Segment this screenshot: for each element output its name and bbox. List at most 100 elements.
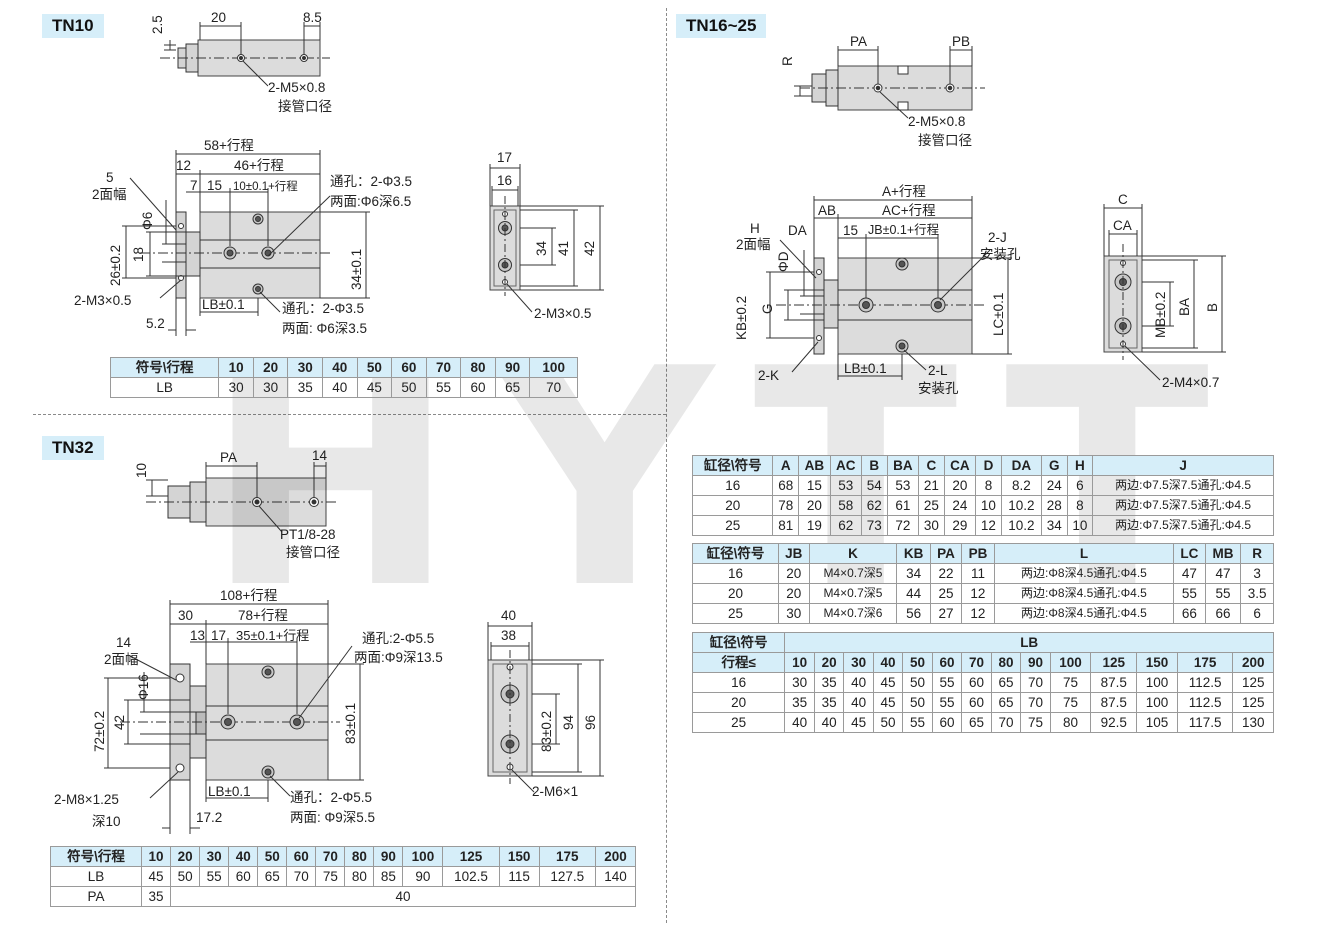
table-cell: 68	[772, 475, 800, 496]
table-cell: 50	[872, 712, 904, 733]
tn16-kb: KB±0.2	[734, 296, 749, 340]
table-header-cell: 30	[843, 652, 874, 673]
table-cell: 50	[902, 672, 933, 693]
tn10-dim-20: 20	[211, 10, 226, 25]
table-header-cell: 80	[990, 652, 1022, 673]
table-cell: 65	[990, 692, 1022, 713]
table-header-cell: 行程≤	[691, 652, 786, 673]
table-cell: 102.5	[442, 866, 500, 887]
table-header-cell: 10	[218, 357, 254, 378]
tn10-side-17: 17	[497, 150, 512, 165]
table-header-cell: 30	[199, 846, 230, 867]
table-header-cell: 10	[141, 846, 172, 867]
tn16-da: DA	[788, 223, 807, 238]
table-cell: 11	[961, 563, 995, 584]
table-header-cell: CA	[943, 455, 977, 476]
tn16-mb: MB±0.2	[1153, 292, 1168, 338]
tn32-h42: 42	[112, 715, 127, 730]
table-cell: 12	[975, 515, 1002, 536]
table-cell: 3	[1240, 563, 1274, 584]
table-header-cell: 符号\行程	[109, 357, 220, 378]
table-cell: 10	[1066, 515, 1094, 536]
table-cell: 127.5	[538, 866, 596, 887]
table-cell: 81	[772, 515, 800, 536]
tn16-l: 2-L	[928, 363, 948, 378]
table-header-cell: KB	[896, 543, 931, 564]
table-cell: M4×0.7深6	[808, 603, 898, 624]
tn16-wrench-note: 2面幅	[736, 237, 771, 252]
tn16-lb: LB±0.1	[844, 361, 887, 376]
table-header-cell: J	[1092, 455, 1274, 476]
table-cell: LB	[109, 377, 220, 398]
tn32-side-83: 83±0.2	[539, 711, 554, 752]
table-header-cell: C	[918, 455, 945, 476]
table-cell: 30	[784, 672, 815, 693]
table-cell: 27	[929, 603, 963, 624]
table-cell: 70	[1020, 672, 1051, 693]
tn32-pa: PA	[220, 450, 237, 465]
table-cell: 24	[943, 495, 977, 516]
table-cell: 60	[961, 672, 992, 693]
table-cell: 8	[975, 475, 1002, 496]
tn16-lc: LC±0.1	[991, 293, 1006, 336]
table-header-cell: BA	[886, 455, 920, 476]
table-cell: 25	[918, 495, 945, 516]
tn32-side-view	[487, 622, 604, 793]
tn10-hole-bot2: 两面: Φ6深3.5	[282, 321, 367, 336]
table-header-cell: 150	[1136, 652, 1178, 673]
tn16-c: C	[1118, 192, 1128, 207]
table-cell: 100	[1136, 692, 1178, 713]
table-cell: 87.5	[1090, 692, 1138, 713]
table-cell: 47	[1204, 563, 1242, 584]
tn16-a: A+行程	[882, 184, 926, 199]
table-header-cell: 80	[344, 846, 375, 867]
tn32-len-total: 108+行程	[220, 588, 277, 603]
tn10-side-16: 16	[497, 173, 512, 188]
tn10-len-10: 10±0.1+行程	[233, 180, 298, 193]
table-cell: 62	[829, 515, 862, 536]
tn16-j-note: 安装孔	[980, 247, 1021, 262]
table-cell: LB	[49, 866, 143, 887]
table-cell: 两边:Φ8深4.5通孔:Φ4.5	[993, 563, 1175, 584]
tn10-top-view	[160, 22, 330, 87]
table-cell: 20	[691, 583, 780, 604]
table-header-cell: 200	[594, 846, 637, 867]
tn32-top-view	[146, 462, 336, 533]
table-header-cell: LC	[1173, 543, 1206, 564]
table-header-cell: 20	[252, 357, 289, 378]
table-cell: 40	[843, 692, 874, 713]
table-cell: 61	[886, 495, 920, 516]
table-cell: 65	[257, 866, 288, 887]
tn32-wrench: 14	[116, 635, 132, 650]
tn10-port-note: 接管口径	[278, 98, 332, 114]
table-cell: 53	[829, 475, 862, 496]
table-header-cell: 90	[494, 357, 531, 378]
horizontal-divider	[33, 414, 666, 415]
table-cell: 80	[1049, 712, 1092, 733]
table-cell: 15	[798, 475, 831, 496]
tn32-wrench-note: 2面幅	[104, 652, 139, 667]
table-header-cell: 40	[322, 357, 358, 378]
table-header-cell: 50	[257, 846, 288, 867]
tn10-side-42: 42	[582, 241, 597, 256]
table-cell: 72	[886, 515, 920, 536]
table-header-cell: 40	[228, 846, 259, 867]
tn32-d14: 14	[312, 448, 328, 463]
tn16-k: 2-K	[758, 368, 779, 383]
table-cell: 40	[813, 712, 845, 733]
tn16-side-view	[1103, 204, 1226, 381]
tn32-front-view	[104, 600, 364, 834]
table-cell: 6	[1066, 475, 1094, 496]
table-cell: 34	[1040, 515, 1068, 536]
tn32-hole-bot: 通孔：2-Φ5.5	[290, 790, 372, 805]
tn10-dim-8-5: 8.5	[303, 10, 322, 25]
table-cell: 24	[1040, 475, 1068, 496]
table-cell: 55	[1204, 583, 1242, 604]
table-cell: 92.5	[1090, 712, 1138, 733]
